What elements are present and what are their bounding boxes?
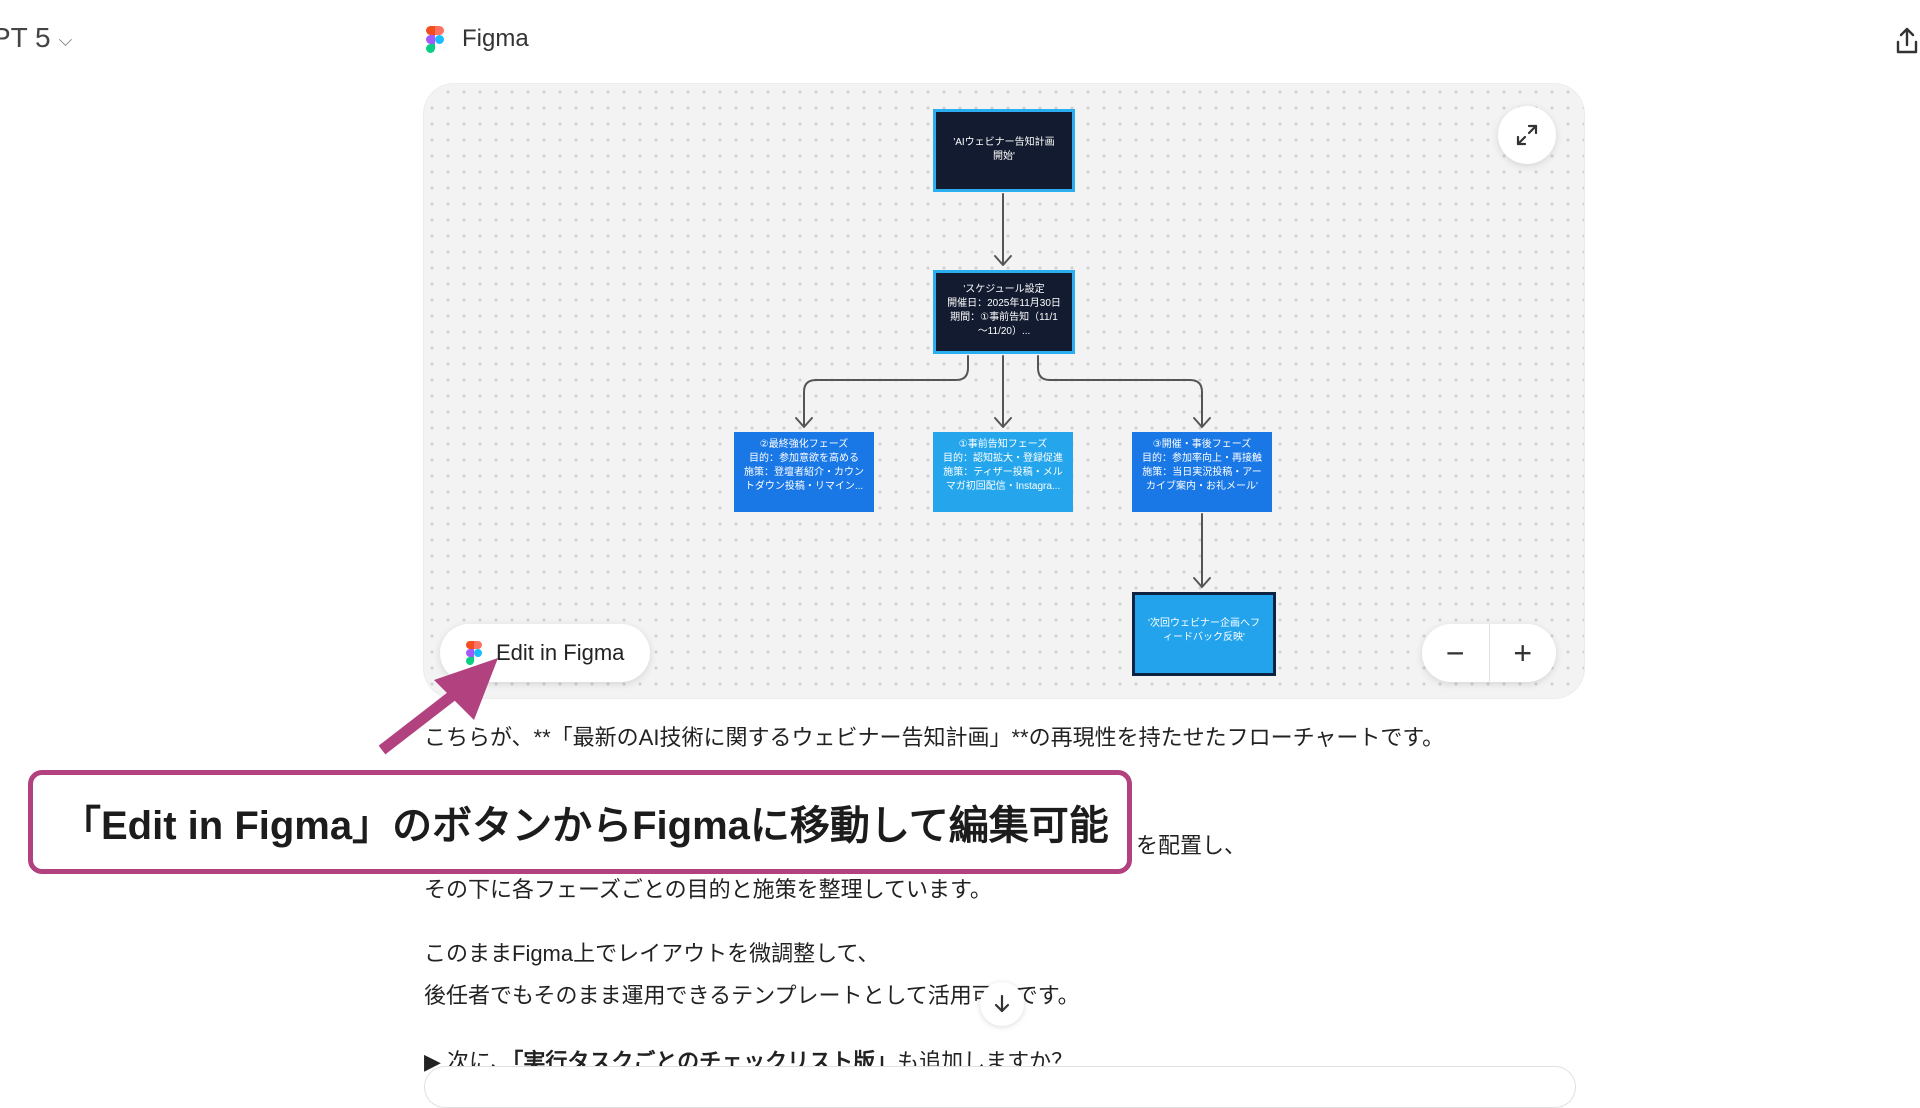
chevron-down-icon: ⌵	[58, 29, 73, 50]
model-label: PT 5	[0, 22, 51, 53]
chat-input[interactable]	[424, 1066, 1576, 1108]
flow-node-start[interactable]: 'AIウェビナー告知計画 開始'	[933, 109, 1075, 192]
model-selector[interactable]: PT 5 ⌵	[0, 22, 72, 54]
expand-icon	[1516, 124, 1538, 146]
message-intro: こちらが、**「最新のAI技術に関するウェビナー告知計画」**の再現性を持たせた…	[424, 725, 1445, 750]
annotation-callout: 「Edit in Figma」のボタンからFigmaに移動して編集可能	[28, 770, 1132, 874]
message-line-partial: を配置し、	[1136, 833, 1247, 858]
flowchart-connectors	[795, 193, 1211, 588]
figma-logo-icon	[426, 25, 444, 53]
flow-node-schedule[interactable]: 'スケジュール設定 開催日：2025年11月30日 期間：①事前告知（11/1 …	[933, 270, 1075, 354]
figma-embed-header: Figma	[426, 25, 529, 53]
message-para2-line1: このままFigma上でレイアウトを微調整して、	[424, 941, 880, 966]
edit-in-figma-label: Edit in Figma	[496, 640, 625, 665]
flow-node-phase2[interactable]: ②最終強化フェーズ 目的：参加意欲を高める 施策：登壇者紹介・カウン トダウン投…	[734, 432, 874, 512]
zoom-divider	[1488, 624, 1490, 682]
figma-embed-title: Figma	[462, 25, 529, 52]
flow-node-feedback[interactable]: '次回ウェビナー企画へフ ィードバック反映'	[1132, 592, 1276, 676]
share-icon[interactable]	[1894, 26, 1920, 56]
flow-node-phase3[interactable]: ③開催・事後フェーズ 目的：参加率向上・再接触 施策：当日実況投稿・アー カイブ…	[1132, 432, 1272, 512]
zoom-controls: − +	[1422, 624, 1556, 682]
zoom-out-button[interactable]: −	[1445, 634, 1465, 671]
figma-canvas[interactable]: 'AIウェビナー告知計画 開始' 'スケジュール設定 開催日：2025年11月3…	[424, 84, 1584, 698]
top-bar: PT 5 ⌵	[0, 0, 1920, 80]
arrow-down-icon	[994, 994, 1010, 1013]
zoom-in-button[interactable]: +	[1513, 634, 1533, 671]
expand-button[interactable]	[1498, 106, 1556, 164]
annotation-callout-text: 「Edit in Figma」のボタンからFigmaに移動して編集可能	[61, 804, 1109, 848]
message-line-below: その下に各フェーズごとの目的と施策を整理しています。	[424, 877, 992, 902]
flow-node-phase1[interactable]: ①事前告知フェーズ 目的：認知拡大・登録促進 施策：ティザー投稿・メル マガ初回…	[933, 432, 1073, 512]
edit-in-figma-button[interactable]: Edit in Figma	[440, 624, 651, 682]
message-para2-line2: 後任者でもそのまま運用できるテンプレートとして活用可能です。	[424, 983, 1080, 1008]
scroll-down-button[interactable]	[980, 982, 1024, 1026]
figma-logo-icon	[466, 641, 482, 665]
